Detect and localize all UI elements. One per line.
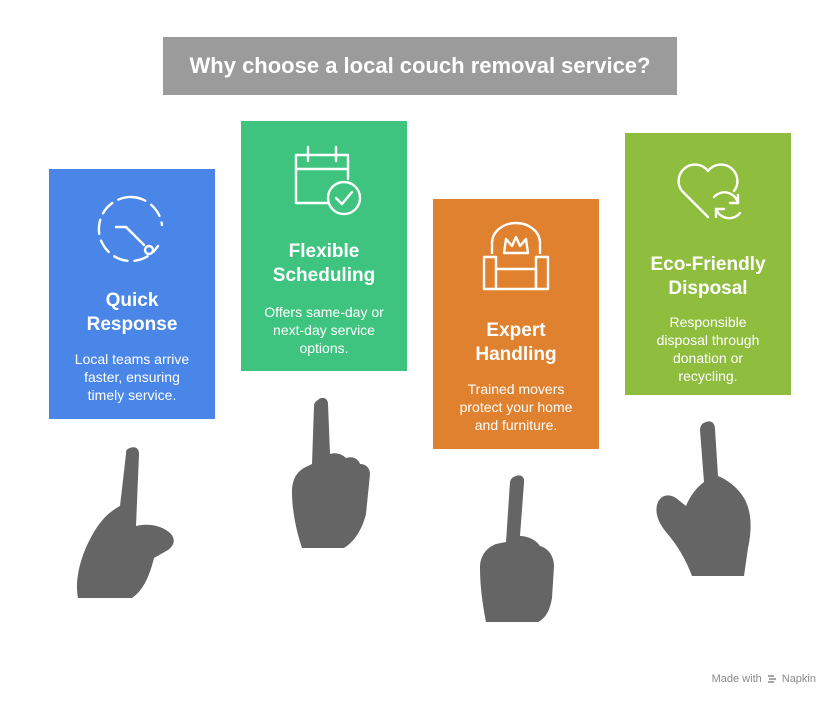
card-title-line: Disposal: [668, 278, 748, 299]
card-title-line: Flexible: [288, 241, 360, 262]
card-text-line: disposal through: [656, 332, 760, 348]
card-text-line: protect your home: [459, 399, 573, 415]
card-text-line: recycling.: [678, 368, 738, 384]
card-flexible-scheduling: Flexible Scheduling Offers same-day or n…: [241, 121, 407, 371]
footer-made-with: Made with: [711, 673, 762, 685]
armchair-crown-icon: [482, 221, 550, 291]
card-quick-response: Quick Response Local teams arrive faster…: [49, 169, 215, 419]
stopwatch-icon: [97, 195, 164, 263]
card-text-line: Offers same-day or: [264, 304, 384, 320]
card-expert-handling: Expert Handling Trained movers protect y…: [433, 199, 599, 449]
heart-recycle-icon: [677, 163, 742, 220]
card-text-line: donation or: [672, 350, 744, 366]
card-title-line: Handling: [475, 344, 557, 365]
card-title-line: Quick: [105, 290, 159, 311]
card-eco-friendly-disposal: Eco-Friendly Disposal Responsible dispos…: [625, 133, 791, 395]
footer-attribution: Made with Napkin: [712, 673, 816, 685]
card-text-line: timely service.: [87, 387, 177, 403]
napkin-logo-icon: [767, 675, 776, 683]
card-text-line: Responsible: [669, 314, 747, 330]
card-text-line: Trained movers: [467, 381, 565, 397]
card-title-line: Expert: [486, 320, 546, 341]
card-title-line: Response: [86, 314, 178, 335]
calendar-check-icon: [294, 145, 362, 216]
card-title-line: Eco-Friendly: [650, 254, 766, 275]
pointing-hand-icon: [480, 475, 554, 622]
footer-brand[interactable]: Napkin: [781, 673, 816, 685]
card-text-line: faster, ensuring: [84, 369, 180, 385]
pointing-hand-icon: [76, 447, 174, 598]
page-title: Why choose a local couch removal service…: [163, 37, 677, 95]
card-text-line: Local teams arrive: [74, 351, 190, 367]
pointing-hand-icon: [656, 421, 751, 576]
card-text-line: next-day service: [273, 322, 375, 338]
card-text-line: and furniture.: [474, 417, 558, 433]
card-title-line: Scheduling: [272, 265, 376, 286]
card-text-line: options.: [299, 340, 349, 356]
pointing-hand-icon: [292, 397, 370, 548]
